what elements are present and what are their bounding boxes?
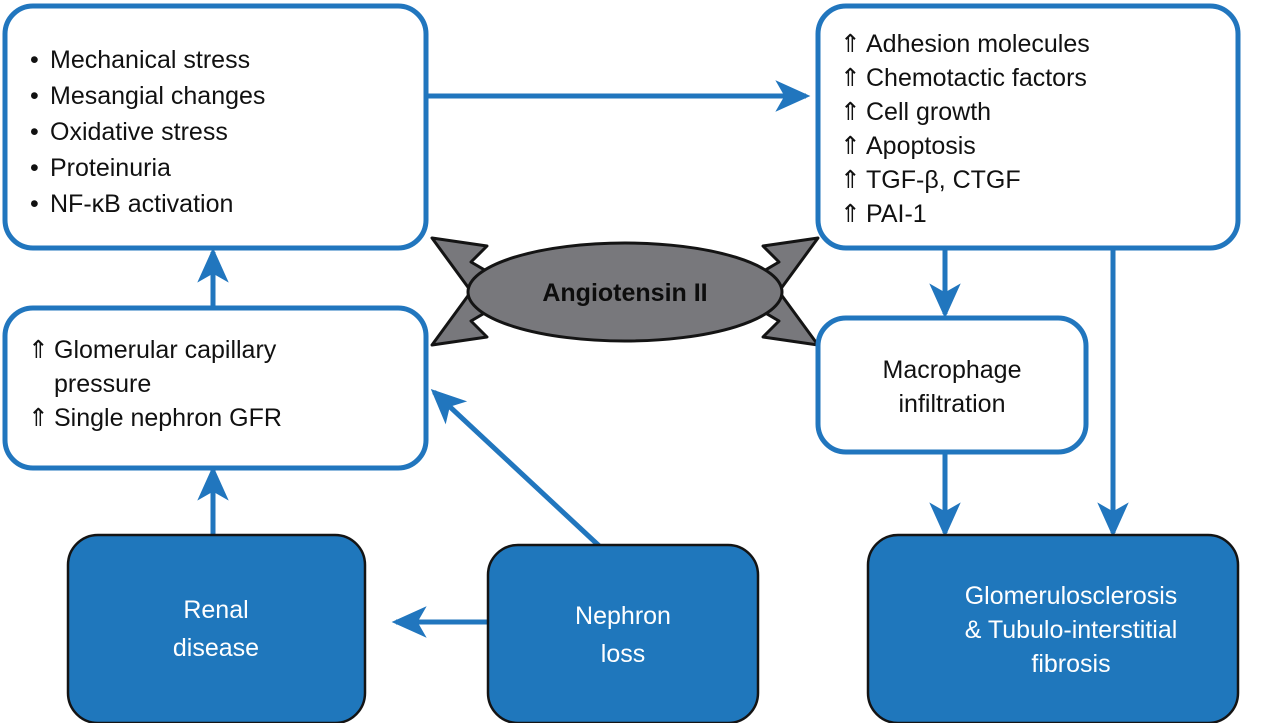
nephron-loss-line-0: Nephron bbox=[575, 602, 671, 630]
upstream-bullet-4: • bbox=[30, 190, 39, 218]
mediator-item-3: Apoptosis bbox=[866, 132, 976, 160]
upstream-item-1: Mesangial changes bbox=[50, 82, 265, 110]
hemodynamics-box[interactable]: ⇑ Glomerular capillary pressure ⇑ Single… bbox=[2, 305, 429, 471]
upstream-bullet-2: • bbox=[30, 118, 39, 146]
angiotensin-ellipse-shape bbox=[466, 241, 784, 343]
mediator-item-4: TGF-β, CTGF bbox=[866, 166, 1021, 194]
mediator-item-1: Chemotactic factors bbox=[866, 64, 1087, 92]
hemodynamics-line-2: Single nephron GFR bbox=[54, 404, 282, 432]
mediator-up-arrow-icon-2: ⇑ bbox=[840, 98, 861, 126]
renal-disease-box-shape bbox=[66, 533, 367, 723]
upstream-item-3: Proteinuria bbox=[50, 154, 171, 182]
mediator-item-2: Cell growth bbox=[866, 98, 991, 126]
upstream-bullet-0: • bbox=[30, 46, 39, 74]
upstream-item-2: Oxidative stress bbox=[50, 118, 228, 146]
mediator-up-arrow-icon-5: ⇑ bbox=[840, 200, 861, 228]
macrophage-box-shape bbox=[815, 315, 1089, 455]
upstream-item-4: NF-κB activation bbox=[50, 190, 233, 218]
upstream-factors-box-shape bbox=[2, 3, 429, 251]
angiotensin-label: Angiotensin II bbox=[542, 279, 707, 307]
hemodynamics-up-arrow-icon-0: ⇑ bbox=[28, 336, 49, 364]
mediator-item-0: Adhesion molecules bbox=[866, 30, 1090, 58]
angiotensin-ellipse-group: Angiotensin II bbox=[430, 236, 820, 347]
fibrosis-line-0: Glomerulosclerosis bbox=[965, 582, 1178, 610]
downstream-mediators-box[interactable]: ⇑ Adhesion molecules ⇑ Chemotactic facto… bbox=[815, 3, 1241, 251]
hemodynamics-up-arrow-icon-2: ⇑ bbox=[28, 404, 49, 432]
upstream-bullet-1: • bbox=[30, 82, 39, 110]
hemodynamics-line-1: pressure bbox=[54, 370, 151, 398]
nephron-loss-line-1: loss bbox=[601, 640, 645, 668]
mediator-item-5: PAI-1 bbox=[866, 200, 927, 228]
renal-disease-line-1: disease bbox=[173, 634, 259, 662]
nephron-loss-box-shape bbox=[486, 543, 760, 723]
mediator-up-arrow-icon-1: ⇑ bbox=[840, 64, 861, 92]
macrophage-line-1: infiltration bbox=[899, 390, 1006, 418]
renal-disease-box[interactable]: Renal disease bbox=[66, 533, 367, 723]
connector-nephron-loss-to-hemodynamics bbox=[430, 389, 612, 558]
macrophage-box[interactable]: Macrophage infiltration bbox=[815, 315, 1089, 455]
fibrosis-box-shape bbox=[866, 533, 1240, 723]
fibrosis-line-2: fibrosis bbox=[1031, 650, 1110, 678]
fibrosis-line-1: & Tubulo-interstitial bbox=[965, 616, 1178, 644]
downstream-mediators-box-shape bbox=[815, 3, 1241, 251]
upstream-bullet-3: • bbox=[30, 154, 39, 182]
nephron-loss-box[interactable]: Nephron loss bbox=[486, 543, 760, 723]
mediator-up-arrow-icon-0: ⇑ bbox=[840, 30, 861, 58]
mediator-up-arrow-icon-4: ⇑ bbox=[840, 166, 861, 194]
mediator-up-arrow-icon-3: ⇑ bbox=[840, 132, 861, 160]
upstream-item-0: Mechanical stress bbox=[50, 46, 250, 74]
upstream-factors-box[interactable]: • Mechanical stress • Mesangial changes … bbox=[2, 3, 429, 251]
renal-disease-line-0: Renal bbox=[183, 596, 248, 624]
connector-layer bbox=[197, 80, 1129, 638]
hemodynamics-box-shape bbox=[2, 305, 429, 471]
macrophage-line-0: Macrophage bbox=[883, 356, 1022, 384]
hemodynamics-line-0: Glomerular capillary bbox=[54, 336, 277, 364]
fibrosis-box[interactable]: Glomerulosclerosis & Tubulo-interstitial… bbox=[866, 533, 1240, 723]
